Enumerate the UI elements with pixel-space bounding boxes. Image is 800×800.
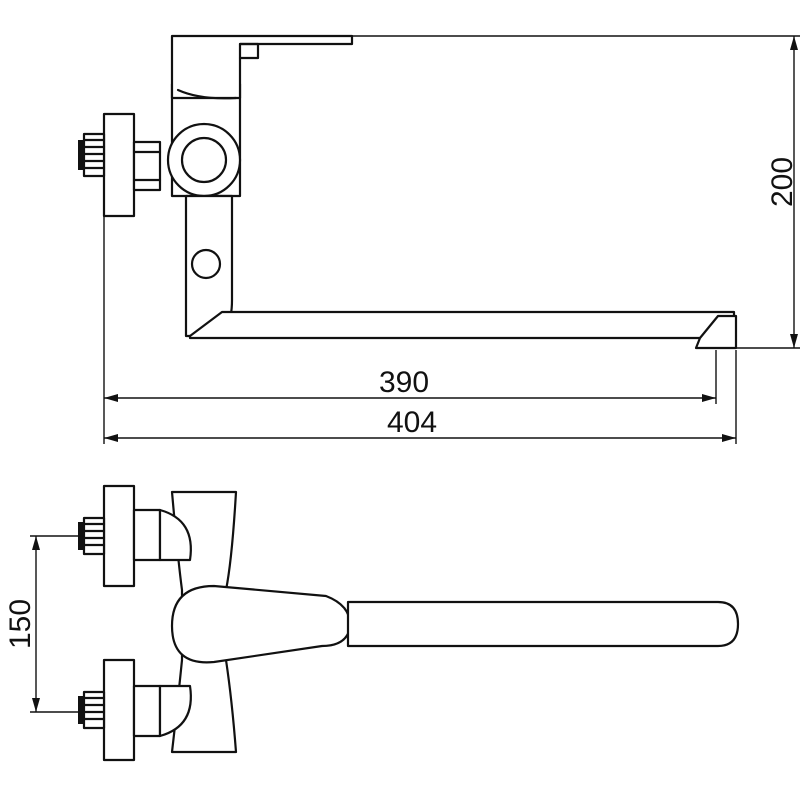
dim-length-outer-label: 404 (387, 406, 437, 439)
dim-length-inner: 390 (103, 216, 717, 444)
side-spout-arm (188, 310, 736, 340)
side-lever-notch (238, 42, 260, 60)
side-body-round (166, 122, 242, 198)
dim-centers-label: 150 (4, 599, 37, 649)
dim-centers: 150 (4, 535, 84, 713)
dim-length-outer: 404 (104, 350, 737, 444)
side-wall-flange (102, 112, 136, 218)
top-lower-bulge (158, 684, 192, 738)
side-lever-handle (170, 34, 354, 100)
side-threaded-connector (78, 132, 106, 178)
top-lower-flange (102, 658, 136, 762)
dim-height: 200 (352, 35, 800, 349)
top-upper-flange (102, 484, 136, 588)
side-nut (132, 140, 162, 192)
side-spout-tip (694, 314, 738, 350)
side-body-round-inner (180, 136, 228, 184)
dim-height-label: 200 (766, 157, 799, 207)
side-column-hole (190, 248, 222, 280)
side-view: 200 390 404 (78, 34, 800, 444)
dim-length-inner-label: 390 (379, 366, 429, 399)
top-upper-nut (132, 508, 162, 562)
top-lower-threaded-connector (78, 690, 106, 730)
side-lever-curve (176, 88, 238, 100)
top-lever-handle (170, 584, 352, 664)
top-spout-pipe (346, 600, 740, 648)
top-upper-bulge (158, 508, 192, 562)
top-lower-nut (132, 684, 162, 738)
top-view: 150 (4, 484, 740, 762)
